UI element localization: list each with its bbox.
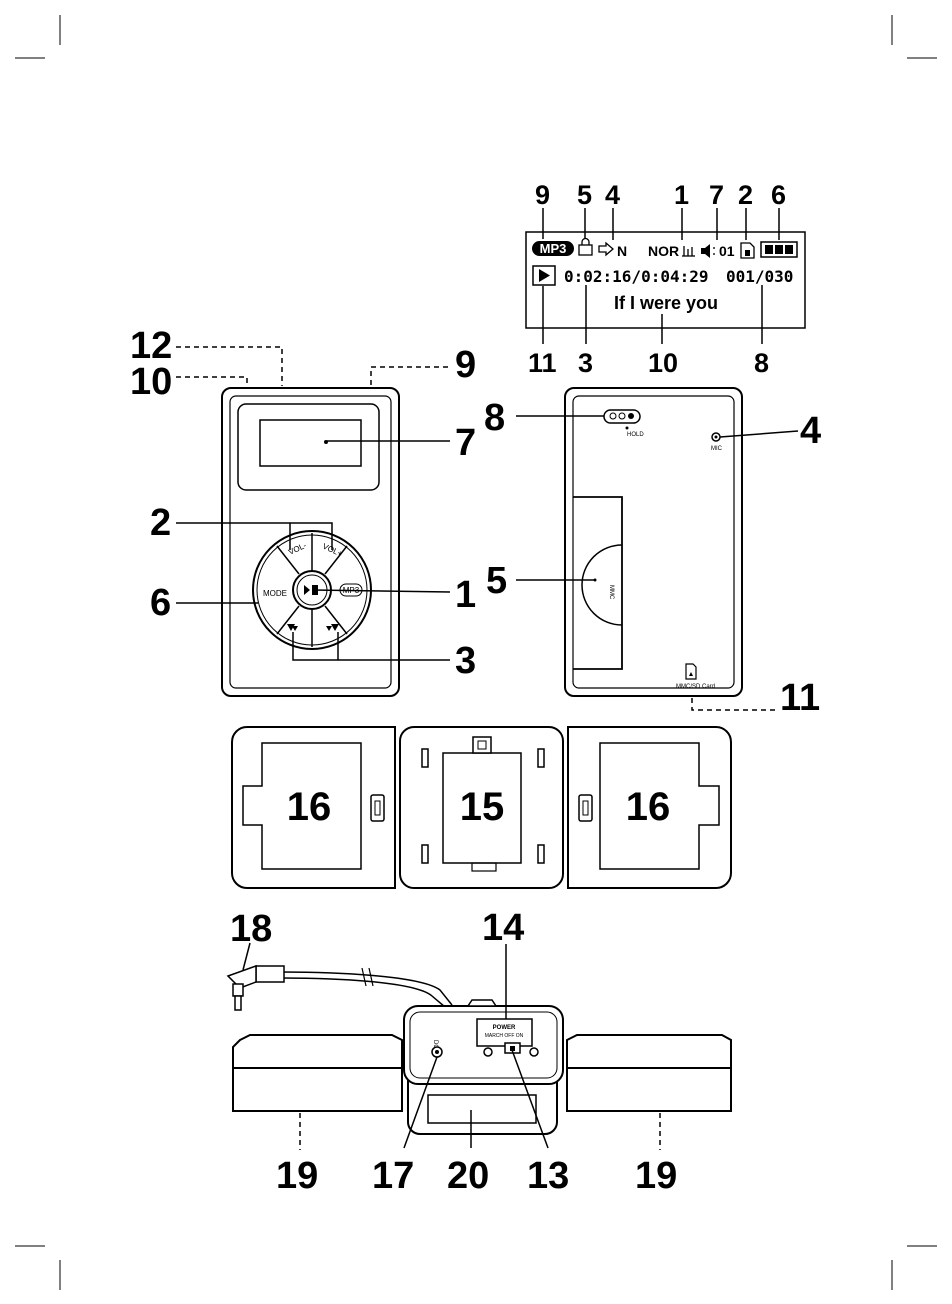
lcd-callout-10: 10: [648, 348, 678, 378]
front-callout-3: 3: [455, 640, 476, 682]
right-speaker-number: 16: [626, 785, 671, 829]
player-back-diagram: HOLD 8 MIC 4 MMC 5 MMC/SD Card 11: [484, 388, 821, 719]
lcd-callout-9: 9: [535, 180, 550, 210]
left-speaker-side: [233, 1035, 402, 1068]
front-callout-6: 6: [150, 582, 171, 624]
player-back-body: [565, 388, 742, 696]
mic-label: MIC: [711, 446, 723, 452]
right-speaker-side: [567, 1035, 731, 1068]
back-callout-11: 11: [780, 677, 820, 719]
front-callout-1: 1: [455, 574, 476, 616]
lcd-callout-7: 7: [709, 180, 724, 210]
eq-label: NOR: [648, 243, 679, 259]
lcd-callout-3: 3: [578, 348, 593, 378]
card-door-label: MMC: [608, 585, 614, 600]
side-callout-19-right: 19: [635, 1155, 677, 1197]
lcd-callout-1: 1: [674, 180, 689, 210]
lcd-track-counter: 001/030: [726, 267, 793, 286]
lcd-elapsed-total-time: 0:02:16/0:04:29: [564, 267, 709, 286]
repeat-mode-label: N: [617, 243, 627, 259]
side-callout-19-left: 19: [276, 1155, 318, 1197]
headphone-plug: [228, 966, 284, 1010]
volume-level: 01: [719, 243, 735, 259]
side-callout-13: 13: [527, 1155, 569, 1197]
mp3-badge-label: MP3: [540, 241, 567, 256]
power-label: POWER: [493, 1025, 516, 1031]
front-top-callout-lines: [176, 347, 448, 386]
lcd-callout-5: 5: [577, 180, 592, 210]
side-callout-17: 17: [372, 1155, 414, 1197]
speaker-unit-side-diagram: 18 POWER MARCH OFF ON DC 5V: [228, 907, 731, 1197]
side-callout-20: 20: [447, 1155, 489, 1197]
lock-icon: [579, 239, 592, 255]
speaker-unit-open-diagram: 16 15 16: [232, 727, 731, 888]
player-front-diagram: 12 10 9 7 VOL- VOL+ MODE MP3: [130, 325, 476, 696]
equalizer-icon: [682, 246, 695, 256]
lcd-callout-lines-top: [543, 208, 779, 240]
audio-cable: [282, 972, 452, 1005]
play-icon: [539, 269, 550, 282]
lcd-callout-11: 11: [528, 348, 557, 378]
back-callout-5: 5: [486, 560, 507, 602]
switch-label: MARCH OFF ON: [485, 1033, 524, 1039]
lcd-display-diagram: 9 5 4 1 7 2 6 MP3 N NOR: [526, 180, 805, 378]
lcd-callout-8: 8: [754, 348, 769, 378]
front-callout-10: 10: [130, 361, 172, 403]
left-speaker-number: 16: [287, 785, 332, 829]
back-callout-8: 8: [484, 397, 505, 439]
battery-icon: [761, 242, 797, 257]
front-callout-9: 9: [455, 344, 476, 386]
side-callout-14: 14: [482, 907, 524, 949]
hold-label: HOLD: [627, 432, 644, 438]
lcd-callout-6: 6: [771, 180, 786, 210]
card-slot-label: MMC/SD Card: [676, 684, 715, 690]
lcd-callout-2: 2: [738, 180, 753, 210]
front-callout-2: 2: [150, 502, 171, 544]
center-unit: [404, 1006, 563, 1084]
speaker-volume-icon: [701, 244, 715, 258]
repeat-arrow-icon: [599, 243, 613, 255]
front-callout-7: 7: [455, 422, 476, 464]
lcd-callout-4: 4: [605, 180, 620, 210]
mode-button[interactable]: MODE: [263, 589, 287, 598]
center-compartment-number: 15: [460, 785, 505, 829]
lcd-song-title: If I were you: [614, 293, 718, 313]
side-callout-18: 18: [230, 908, 272, 950]
back-callout-4: 4: [800, 410, 821, 452]
